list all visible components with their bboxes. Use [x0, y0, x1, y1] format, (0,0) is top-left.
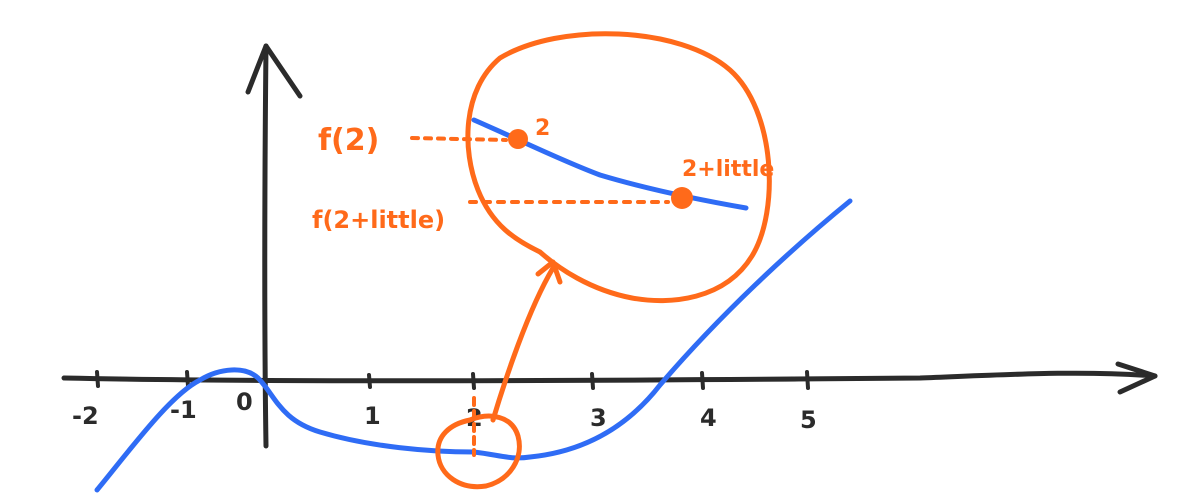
tick-5: [805, 370, 810, 390]
x-tick-labels: -2 -1 0 1 2 3 4 5: [72, 388, 817, 434]
tick-label-4: 4: [700, 404, 717, 432]
tick-1: [367, 373, 372, 389]
point-label-2-plus-little: 2+little: [682, 157, 774, 182]
point-label-2: 2: [535, 116, 550, 141]
tick-label-5: 5: [800, 406, 817, 434]
label-f-of-2-plus-little: f(2+little): [312, 206, 445, 234]
point-at-2-plus-little: [671, 187, 693, 209]
tick-label-minus-2: -2: [72, 402, 99, 430]
tick-label-1: 1: [364, 402, 381, 430]
y-axis-line: [262, 43, 269, 449]
tick-label-0: 0: [236, 388, 253, 416]
x-ticks: [95, 370, 810, 390]
magnify-arrow-line: [490, 265, 556, 423]
y-axis-arrowhead: [245, 43, 303, 99]
x-axis-arrowhead: [1115, 361, 1158, 395]
x-axis-line: [61, 370, 1158, 384]
tick-minus-1: [185, 370, 190, 388]
zoom-region-circle: [435, 413, 522, 490]
tick-minus-2: [95, 370, 100, 388]
tick-2: [471, 372, 476, 390]
magnify-arrow: [490, 259, 563, 423]
function-curve: [94, 198, 853, 493]
point-at-2: [508, 129, 528, 149]
tick-label-3: 3: [590, 404, 607, 432]
tick-4: [700, 371, 705, 390]
y-axis: [245, 43, 303, 449]
magnified-view-bubble: [465, 31, 772, 304]
label-f-of-2: f(2): [318, 123, 379, 158]
tick-3: [590, 372, 595, 390]
f2-dashed-leader: [410, 136, 508, 142]
